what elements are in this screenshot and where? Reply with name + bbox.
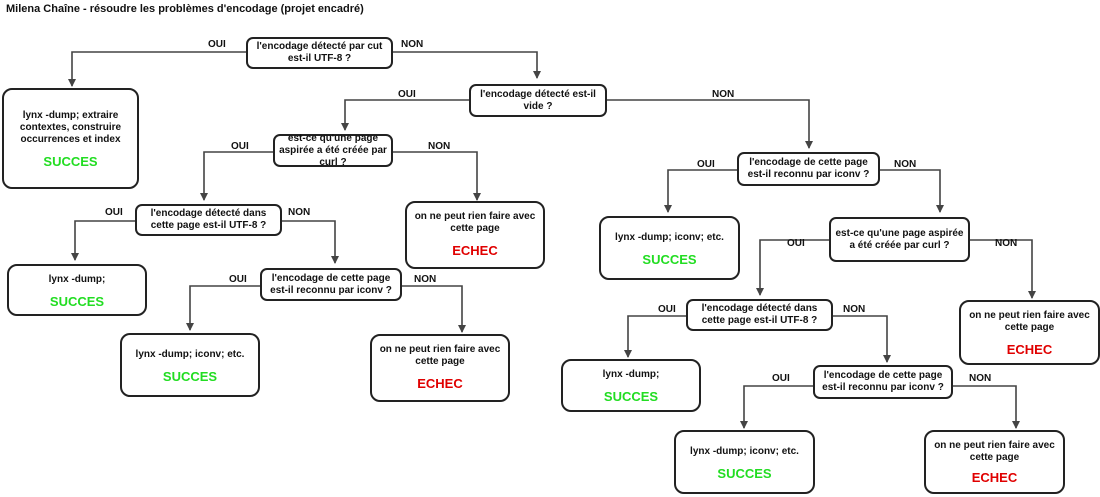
edge-label-no: NON [894, 159, 917, 170]
edge-yes [341, 99, 469, 131]
question-text: est-ce qu'une page aspirée a été créée p… [835, 227, 964, 251]
success-label: SUCCES [642, 252, 697, 267]
question-text: l'encodage détecté par cut est-il UTF-8 … [256, 41, 383, 64]
result-text: on ne peut rien faire avec cette page [934, 440, 1055, 463]
edge-no [607, 99, 813, 149]
edge-label-yes: OUI [231, 141, 249, 152]
edge-yes [756, 239, 829, 296]
failure-label: ECHEC [1006, 342, 1053, 357]
question-utf8-right: l'encodage détecté dans cette page est-i… [686, 299, 833, 331]
question-iconv-right-1: l'encodage de cette page est-il reconnu … [737, 152, 880, 186]
result-text: on ne peut rien faire avec cette page [414, 211, 536, 234]
result-curl-fail-right: on ne peut rien faire avec cette page EC… [959, 300, 1100, 365]
question-text: l'encodage détecté dans cette page est-i… [150, 208, 267, 231]
question-text: l'encodage détecté est-il vide ? [480, 88, 596, 112]
success-label: SUCCES [603, 389, 659, 404]
edge-no [880, 169, 944, 213]
result-lynx-success-right: lynx -dump; SUCCES [561, 359, 701, 412]
question-text: est-ce qu'une page aspirée a été créée p… [279, 132, 387, 168]
result-iconv-fail-right: on ne peut rien faire avec cette page EC… [924, 430, 1065, 494]
result-text: on ne peut rien faire avec cette page [379, 344, 501, 367]
edge-label-no: NON [712, 89, 735, 100]
result-iconv-success-left: lynx -dump; iconv; etc. SUCCES [120, 333, 260, 397]
success-label: SUCCES [43, 154, 98, 169]
question-text: l'encodage de cette page est-il reconnu … [822, 370, 944, 393]
result-iconv-success-right-2: lynx -dump; iconv; etc. SUCCES [674, 430, 815, 494]
success-label: SUCCES [49, 294, 105, 309]
edge-label-yes: OUI [229, 274, 247, 285]
edge-label-no: NON [428, 141, 451, 152]
edge-label-no: NON [843, 304, 866, 315]
edge-label-yes: OUI [208, 39, 226, 50]
result-curl-fail-left: on ne peut rien faire avec cette page EC… [405, 201, 545, 269]
failure-label: ECHEC [417, 376, 463, 391]
question-encoding-empty: l'encodage détecté est-il vide ? [469, 84, 607, 117]
edge-label-no: NON [401, 39, 424, 50]
edge-yes [624, 315, 686, 358]
result-lynx-success-left: lynx -dump; SUCCES [7, 264, 147, 316]
edge-label-no: NON [995, 238, 1018, 249]
result-iconv-fail-left: on ne peut rien faire avec cette page EC… [370, 334, 510, 402]
edge-no [393, 51, 541, 79]
question-text: l'encodage de cette page est-il reconnu … [270, 272, 392, 296]
edge-no [282, 220, 339, 264]
edge-label-no: NON [414, 274, 437, 285]
result-text: lynx -dump; iconv; etc. [690, 446, 799, 457]
success-label: SUCCES [717, 466, 772, 481]
edge-yes [71, 220, 135, 261]
edge-label-no: NON [288, 207, 311, 218]
result-iconv-success-right-1: lynx -dump; iconv; etc. SUCCES [599, 216, 740, 280]
edge-yes [68, 51, 246, 87]
edge-no [402, 285, 466, 333]
result-text: on ne peut rien faire avec cette page [969, 310, 1090, 333]
success-label: SUCCES [162, 369, 218, 384]
failure-label: ECHEC [452, 243, 498, 258]
edge-yes [740, 385, 813, 429]
failure-label: ECHEC [971, 470, 1018, 485]
result-text: lynx -dump; [48, 274, 106, 285]
edge-label-yes: OUI [697, 159, 715, 170]
edge-label-yes: OUI [787, 238, 805, 249]
result-text: lynx -dump; [602, 369, 660, 380]
question-text: l'encodage de cette page est-il reconnu … [747, 157, 870, 180]
edge-yes [664, 169, 737, 213]
edge-yes [200, 151, 273, 201]
edge-yes [186, 285, 260, 331]
edge-label-yes: OUI [398, 89, 416, 100]
result-text: lynx -dump; iconv; etc. [135, 349, 245, 360]
result-text: lynx -dump; iconv; etc. [615, 232, 724, 243]
result-direct-success: lynx -dump; extraire contextes, construi… [2, 88, 139, 189]
question-text: l'encodage détecté dans cette page est-i… [701, 303, 818, 326]
edge-no [393, 151, 481, 201]
edge-label-yes: OUI [105, 207, 123, 218]
result-text: lynx -dump; extraire contextes, construi… [19, 110, 122, 145]
question-curl-right: est-ce qu'une page aspirée a été créée p… [829, 217, 970, 262]
question-iconv-right-2: l'encodage de cette page est-il reconnu … [813, 365, 953, 399]
edge-label-no: NON [969, 373, 992, 384]
edge-label-yes: OUI [772, 373, 790, 384]
question-curl-left: est-ce qu'une page aspirée a été créée p… [273, 132, 393, 168]
question-iconv-left: l'encodage de cette page est-il reconnu … [260, 268, 402, 301]
question-utf8-left: l'encodage détecté dans cette page est-i… [135, 204, 282, 236]
edge-no [970, 239, 1036, 299]
diagram-title: Milena Chaîne - résoudre les problèmes d… [6, 3, 364, 15]
edge-no [833, 315, 891, 363]
question-cut-utf8: l'encodage détecté par cut est-il UTF-8 … [246, 37, 393, 69]
edge-label-yes: OUI [658, 304, 676, 315]
edge-no [953, 385, 1020, 429]
